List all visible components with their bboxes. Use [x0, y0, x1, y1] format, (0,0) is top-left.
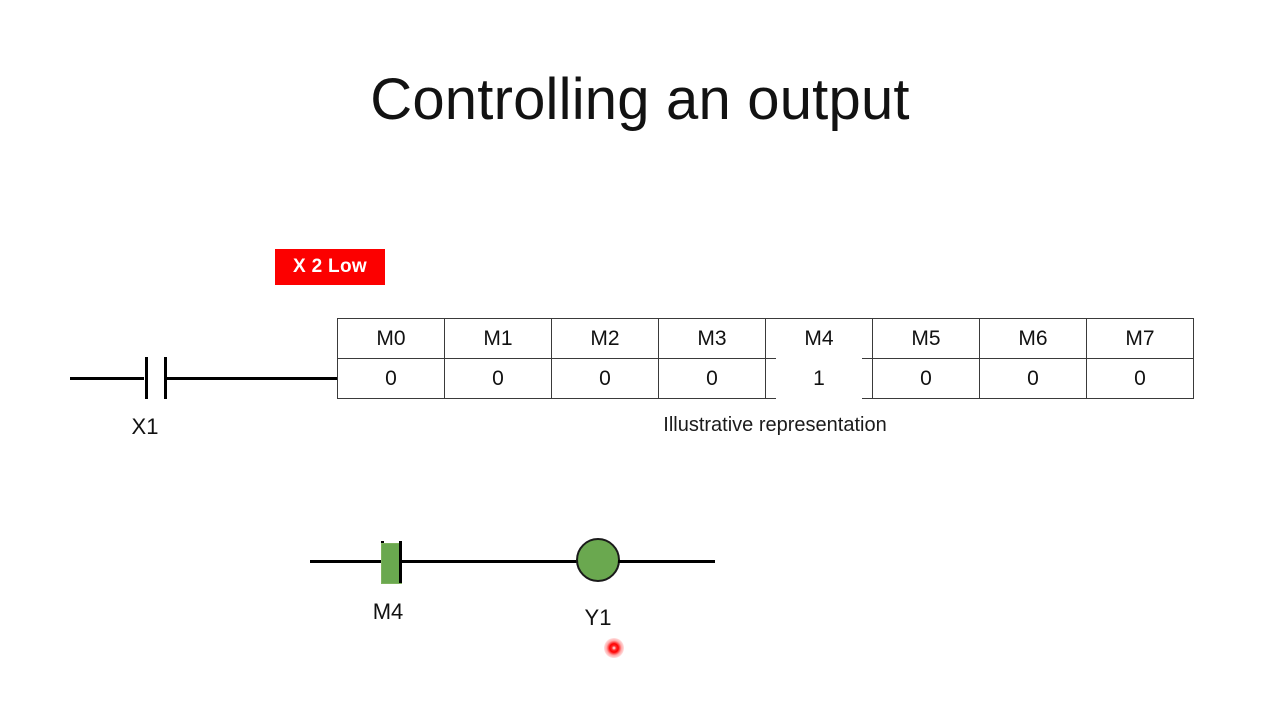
rung2-contact-label: M4 — [372, 599, 404, 624]
contact-bar-right-icon — [399, 541, 402, 583]
table-value-cell: 0 — [658, 358, 766, 399]
table-header-row: M0 M1 M2 M3 M4 M5 M6 M7 — [337, 318, 1194, 359]
table-value-cell: 0 — [1086, 358, 1194, 399]
table-value-cell: 0 — [979, 358, 1087, 399]
table-header-cell: M5 — [872, 318, 980, 359]
page-title: Controlling an output — [370, 67, 910, 132]
table-header-cell: M6 — [979, 318, 1087, 359]
contact-bar-right-icon — [164, 357, 167, 399]
status-badge: X 2 Low — [275, 249, 385, 285]
table-value-cell: 0 — [551, 358, 659, 399]
table-header-cell: M7 — [1086, 318, 1194, 359]
table-header-cell: M1 — [444, 318, 552, 359]
table-value-row: 0 0 0 0 1 0 0 0 — [337, 357, 1194, 401]
rung2-wire-middle — [402, 560, 578, 563]
table-header-cell: M4 — [765, 318, 873, 359]
rung1-wire-left — [70, 377, 144, 380]
contact-bar-left-icon — [145, 357, 148, 399]
table-caption: Illustrative representation — [663, 414, 887, 436]
rung2-wire-right — [618, 560, 715, 563]
table-header-cell: M0 — [337, 318, 445, 359]
table-value-cell: 0 — [444, 358, 552, 399]
table-header-cell: M3 — [658, 318, 766, 359]
table-value-cell: 0 — [872, 358, 980, 399]
output-coil-icon — [576, 538, 620, 582]
rung2-coil-label: Y1 — [584, 605, 612, 630]
rung1-contact-label: X1 — [131, 414, 159, 439]
laser-pointer-dot — [604, 638, 624, 658]
memory-bit-table: M0 M1 M2 M3 M4 M5 M6 M7 0 0 0 0 1 0 0 0 — [337, 318, 1194, 401]
table-header-cell: M2 — [551, 318, 659, 359]
table-value-text: 1 — [813, 366, 825, 390]
table-value-cell: 0 — [337, 358, 445, 399]
rung1-wire-right — [167, 377, 339, 380]
rung2-wire-left — [310, 560, 382, 563]
table-value-cell-highlighted: 1 — [765, 357, 873, 401]
